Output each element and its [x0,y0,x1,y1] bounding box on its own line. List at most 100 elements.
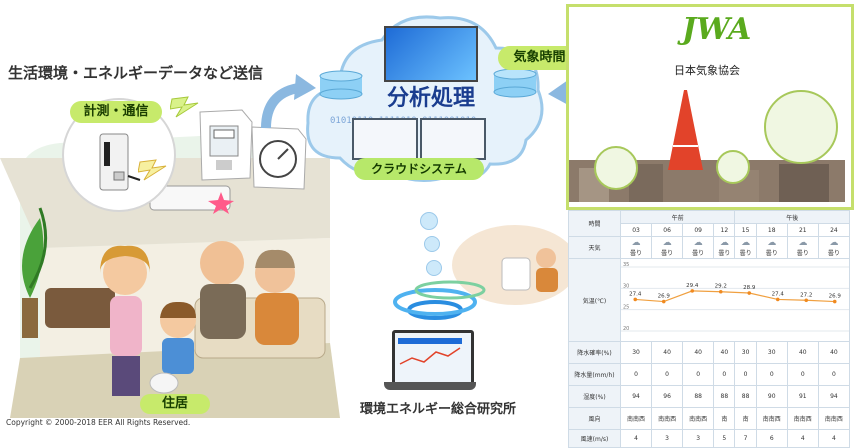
forecast-wind-speed-cell: 4 [817,429,851,448]
temp-axis-tick: 20 [623,326,629,332]
cloud-system-label: クラウドシステム [354,158,484,180]
forecast-wind-speed-cell: 4 [619,429,653,448]
weather-text: 曇り [718,249,731,257]
cloudy-icon: ☁ [631,237,641,248]
cloud-monitor-1 [352,118,418,160]
forecast-rain-prob-cell: 40 [786,341,819,364]
forecast-rain-amt-label: 降水量(mm/h) [568,363,621,386]
left-heading: 生活環境・エネルギーデータなど送信 [8,64,264,82]
laptop-screen-chart [398,338,462,365]
temp-value-label: 29.2 [715,284,727,290]
comfort-thought-blob [452,225,578,305]
forecast-weather-cell: ☁曇り [713,236,736,259]
forecast-weather-cell: ☁曇り [734,236,757,259]
forecast-rain-prob-cell: 40 [651,341,684,364]
temp-point [804,298,809,303]
weather-text: 曇り [692,249,705,257]
forecast-header-am: 午前 [619,210,736,224]
forecast-wind-dir-cell: 南 [734,407,757,430]
temp-value-label: 27.2 [800,292,812,298]
server-screen [384,26,478,82]
cloud-monitor-2 [420,118,486,160]
forecast-humidity-cell: 94 [817,385,851,408]
forecast-wind-dir-label: 風向 [568,407,621,430]
forecast-humidity-cell: 91 [786,385,819,408]
temp-line [635,290,835,303]
forecast-weather-cell: ☁曇り [817,236,851,259]
temp-point [633,297,638,302]
forecast-rain-amt-cell: 0 [755,363,788,386]
weather-text: 曇り [796,249,809,257]
temp-point [718,289,723,294]
temp-axis-tick: 35 [623,262,629,268]
temp-axis-tick: 30 [623,283,629,289]
temp-point [661,299,666,304]
temp-point [832,299,837,304]
signal-lightning-icon-2 [138,159,167,181]
forecast-hour: 09 [682,223,715,237]
cloudy-icon: ☁ [693,237,703,248]
temp-point [747,291,752,295]
forecast-rain-prob-cell: 40 [682,341,715,364]
ac-alert-icon [208,192,234,214]
forecast-wind-dir-cell: 南南西 [755,407,788,430]
forecast-weather-cell: ☁曇り [651,236,684,259]
forecast-wind-dir-cell: 南南西 [619,407,653,430]
forecast-hour: 06 [651,223,684,237]
forecast-header-pm: 午後 [734,210,850,224]
forecast-rain-amt-cell: 0 [817,363,851,386]
forecast-wind-speed-cell: 6 [755,429,788,448]
forecast-rain-prob-cell: 40 [817,341,851,364]
forecast-humidity-label: 湿度(%) [568,385,621,408]
jwa-name: 日本気象協会 [674,64,740,77]
forecast-humidity-cell: 88 [713,385,736,408]
signal-lightning-icon [170,96,199,118]
forecast-rain-amt-cell: 0 [651,363,684,386]
home-label: 住居 [140,394,210,414]
forecast-wind-dir-cell: 南南西 [817,407,851,430]
forecast-wind-speed-cell: 5 [713,429,736,448]
temp-value-label: 28.9 [743,285,756,291]
laptop-base [384,382,476,390]
forecast-rain-amt-cell: 0 [682,363,715,386]
thought-bubble-3 [426,260,442,276]
forecast-hour: 24 [817,223,851,237]
jwa-logo: JWA [682,12,752,47]
cloudy-icon: ☁ [662,237,672,248]
forecast-rain-prob-label: 降水確率(%) [568,341,621,364]
temp-value-label: 26.9 [829,294,842,300]
temp-point [690,289,695,293]
forecast-humidity-cell: 90 [755,385,788,408]
database-icon [319,70,363,100]
cloudy-icon: ☁ [741,237,751,248]
forecast-rain-prob-cell: 30 [619,341,653,364]
cloudy-icon: ☁ [767,237,777,248]
forecast-hour: 15 [734,223,757,237]
forecast-wind-speed-cell: 4 [786,429,819,448]
temp-value-label: 29.4 [686,283,699,289]
forecast-rain-prob-cell: 40 [713,341,736,364]
copyright-text: Copyright © 2000-2018 EER All Rights Res… [6,418,191,427]
forecast-humidity-cell: 96 [651,385,684,408]
cloudy-icon: ☁ [719,237,729,248]
temp-axis-tick: 25 [623,305,629,311]
temp-point [775,297,780,302]
sensor-device-icon [99,133,141,191]
forecast-hour: 03 [619,223,653,237]
thought-bubble-2 [424,236,440,252]
meter-document-icon [199,109,253,181]
weather-sensor-bubble-3 [764,90,838,164]
forecast-hour: 18 [755,223,788,237]
thought-bubble-1 [420,212,438,230]
forecast-wind-speed-cell: 3 [651,429,684,448]
upload-arrow-icon [261,74,316,129]
forecast-rain-amt-cell: 0 [619,363,653,386]
forecast-hour: 21 [786,223,819,237]
measure-label: 計測・通信 [70,101,162,123]
forecast-weather-label: 天気 [568,236,621,259]
wireless-signal-icon [393,280,486,320]
cloud-title: 分析処理 [386,86,475,111]
forecast-rain-prob-cell: 30 [734,341,757,364]
forecast-hour: 12 [713,223,736,237]
